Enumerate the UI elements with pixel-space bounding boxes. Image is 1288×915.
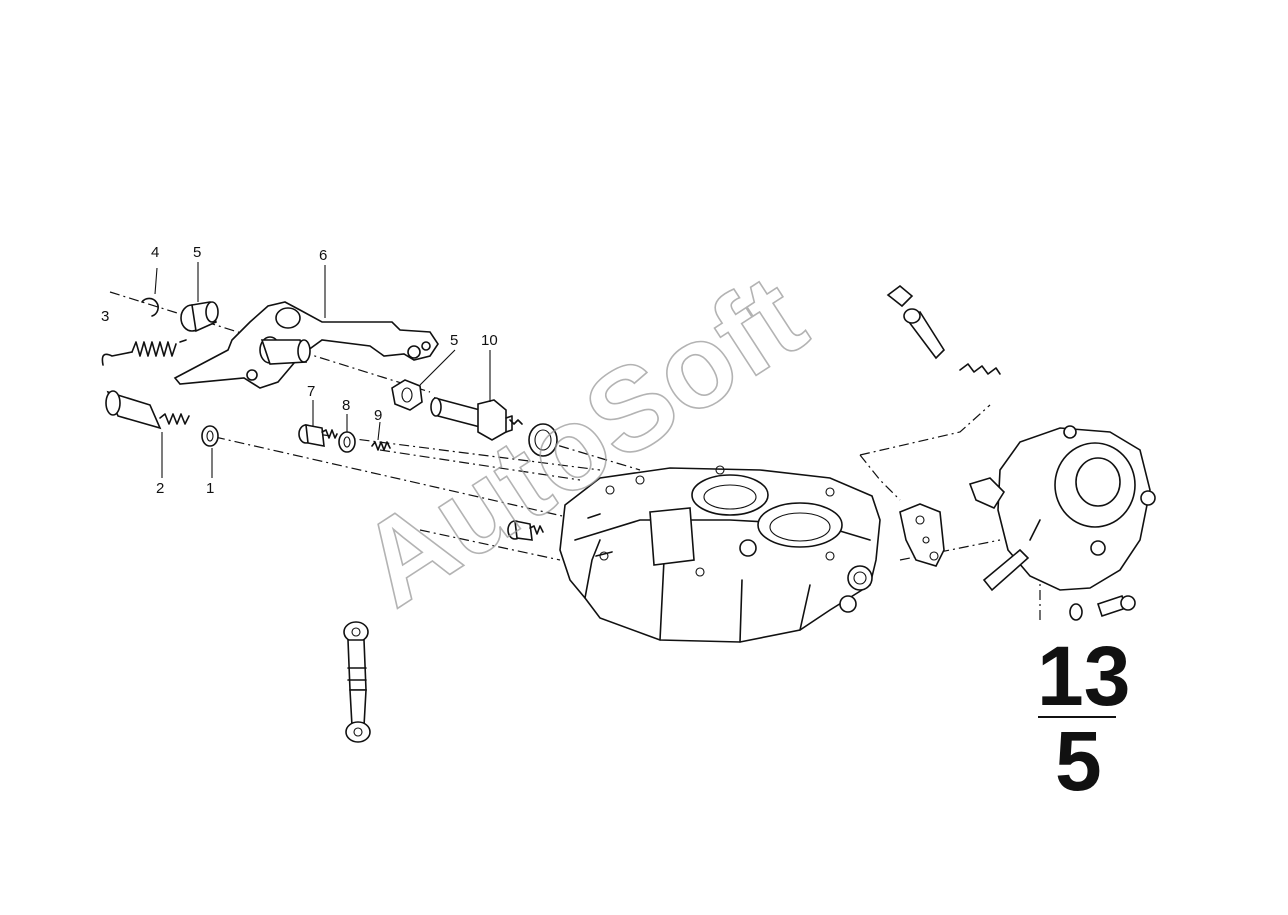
callout-labels: 4 5 6 3 5 10 7 8 9 2 1 [101, 244, 498, 497]
page-number-bottom: 5 [1055, 714, 1102, 808]
part-5-nut-lower [391, 349, 456, 411]
part-8-washer [338, 414, 356, 453]
callout-1: 1 [206, 480, 214, 497]
choke-screw-and-washer [1069, 594, 1136, 621]
callout-2: 2 [156, 480, 164, 497]
page-number-top: 13 [1037, 629, 1130, 723]
callout-10: 10 [481, 332, 498, 349]
part-9-spring-pin [371, 421, 391, 451]
part-3-spring [101, 339, 187, 366]
callout-7: 7 [307, 383, 315, 400]
part-2-adjusting-screw [105, 390, 190, 478]
part-7-screw [298, 400, 338, 447]
part-6-throttle-lever [173, 265, 439, 389]
sealing-ring [528, 423, 558, 457]
small-screw-left [507, 519, 544, 541]
part-5-bushing-upper [180, 262, 219, 333]
linkage-rod [343, 621, 371, 743]
page-number: 13 5 [1037, 629, 1130, 808]
part-10-adjusting-shaft [430, 350, 523, 441]
carburetor-body [559, 465, 881, 643]
idle-screw-with-spring [886, 284, 1001, 375]
callout-6: 6 [319, 247, 327, 264]
callout-4: 4 [151, 244, 159, 261]
callout-5-upper: 5 [193, 244, 201, 261]
automatic-choke-housing [968, 425, 1156, 592]
mounting-bracket [899, 503, 945, 567]
callout-5-lower: 5 [450, 332, 458, 349]
callout-9: 9 [374, 407, 382, 424]
part-4-circlip [141, 267, 159, 317]
part-1-washer [201, 425, 219, 478]
callout-8: 8 [342, 397, 350, 414]
callout-3: 3 [101, 308, 109, 325]
